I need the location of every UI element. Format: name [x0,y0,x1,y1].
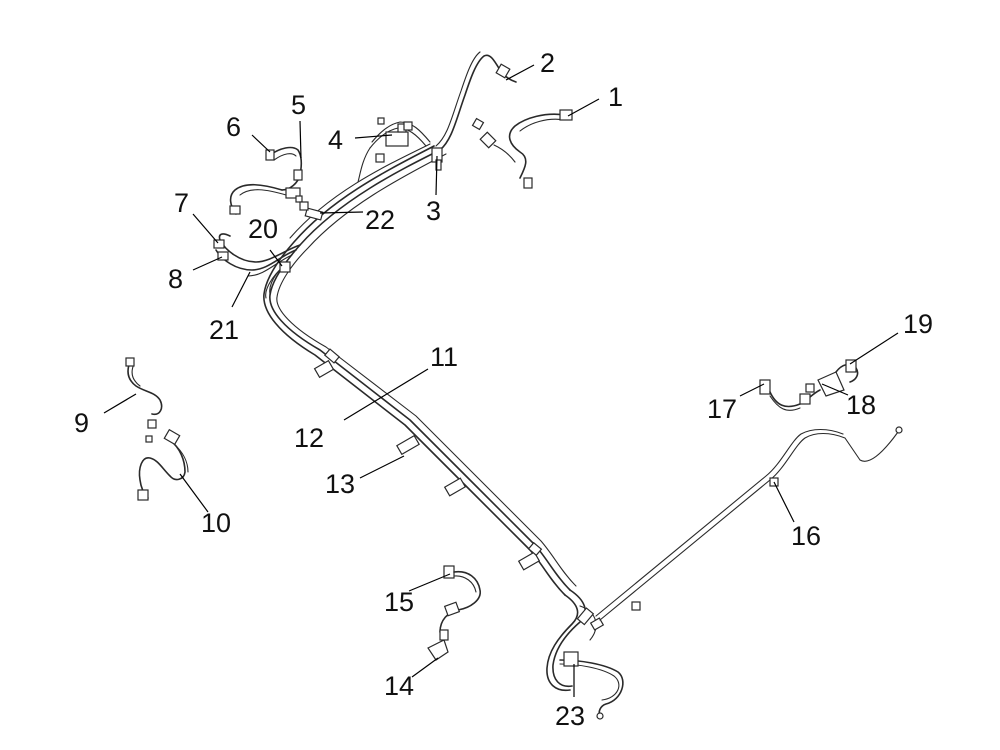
callout-4: 4 [328,125,343,155]
callout-19: 19 [903,309,933,339]
left-tube-cluster [213,201,324,299]
callout-8: 8 [168,264,183,294]
upper-tube-2 [357,51,517,183]
parts-5-6-tubes [229,146,303,215]
parts-14-15-hose [427,565,481,661]
callout-10: 10 [201,508,231,538]
callout-2: 2 [540,48,555,78]
callout-5: 5 [291,90,306,120]
callout-7: 7 [174,188,189,218]
callout-22: 22 [365,205,395,235]
rear-tube-16 [559,426,903,720]
callout-1: 1 [608,82,623,112]
callout-3: 3 [426,196,441,226]
callout-labels: 1 2 3 4 5 6 7 8 9 10 11 12 13 14 15 16 1… [74,48,933,731]
callout-9: 9 [74,408,89,438]
callout-17: 17 [707,394,737,424]
parts-17-18-19-hose [759,359,859,411]
leader-lines [103,64,899,697]
callout-16: 16 [791,521,821,551]
callout-11: 11 [430,342,458,372]
callout-6: 6 [226,112,241,142]
callout-21: 21 [209,315,239,345]
callout-12: 12 [294,423,324,453]
main-tube-bundle [263,143,605,692]
callout-13: 13 [325,469,355,499]
callout-15: 15 [384,587,414,617]
callout-23: 23 [555,701,585,731]
parts-9-10-hose [125,357,189,501]
callout-18: 18 [846,390,876,420]
part-1-hose [471,109,573,189]
callout-14: 14 [384,671,414,701]
callout-20: 20 [248,214,278,244]
